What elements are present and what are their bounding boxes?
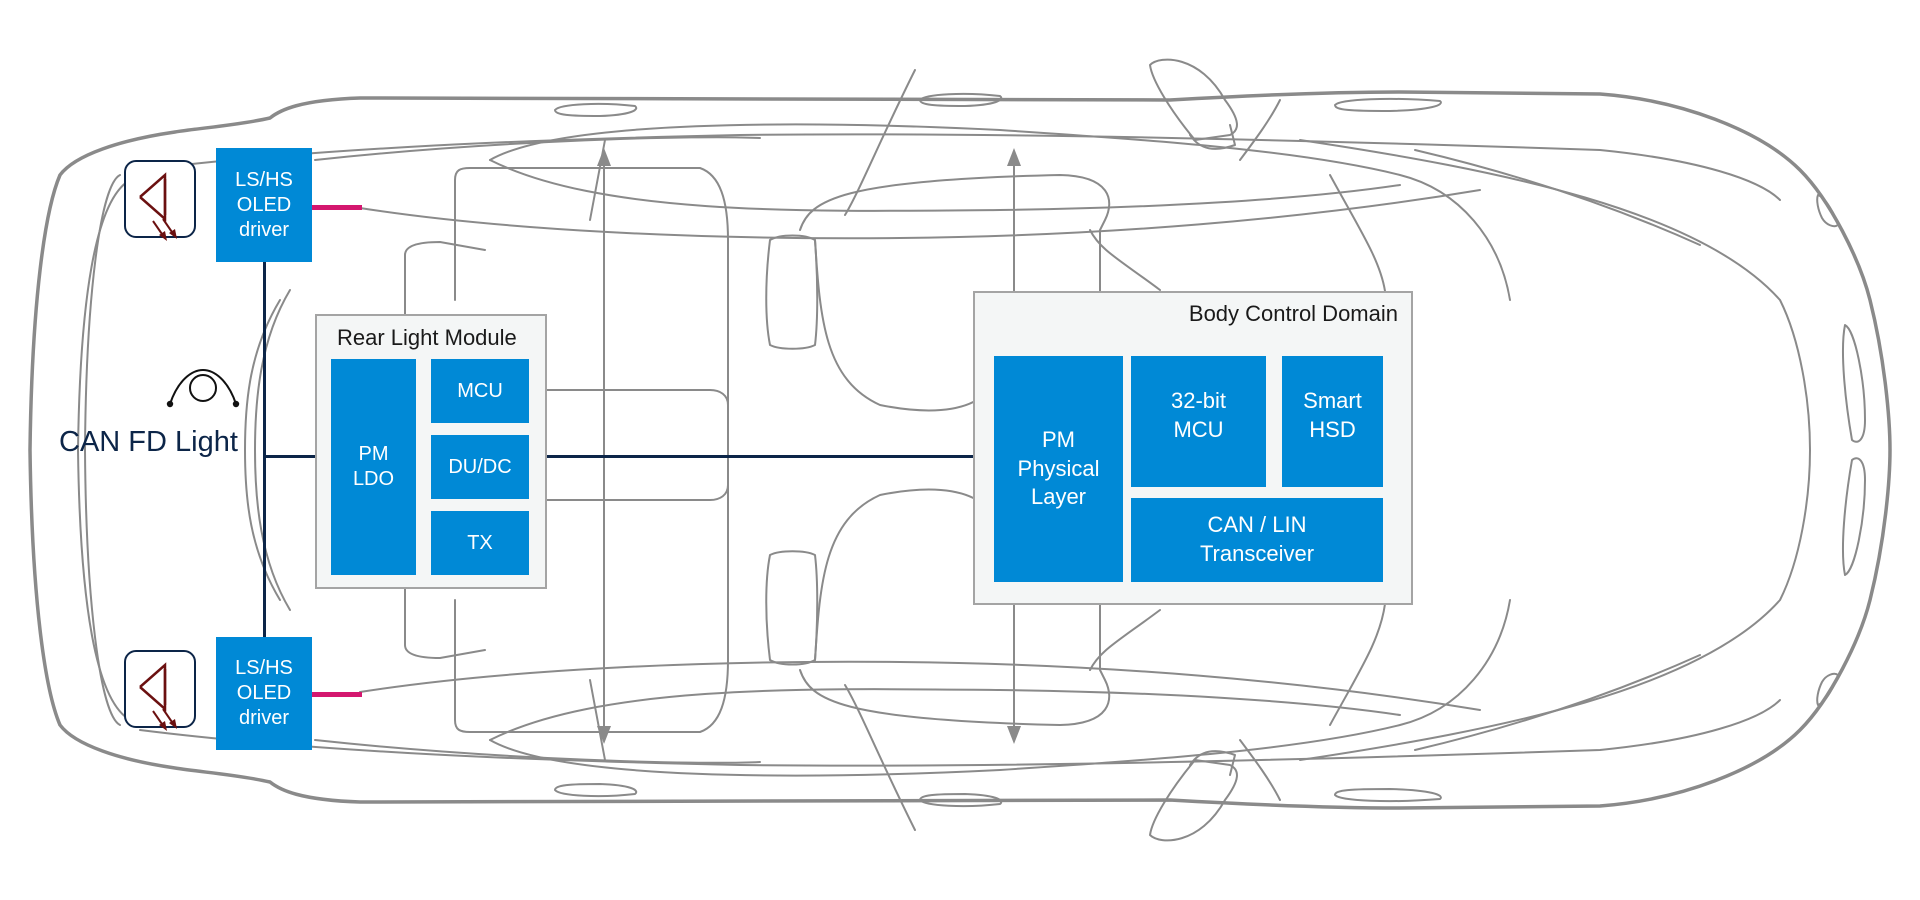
door-seam — [589, 679, 606, 761]
dashboard-line — [1089, 609, 1161, 671]
car-inner-line — [314, 136, 761, 161]
pm-physical-layer-label: PM Physical Layer — [1017, 427, 1100, 510]
oled-led-icon — [124, 160, 196, 241]
led-connection-bottom — [312, 692, 362, 697]
can-lin-transceiver-label: CAN / LIN Transceiver — [1199, 512, 1315, 566]
oled-driver-label: LS/HS OLED driver — [235, 168, 293, 241]
rlm-mcu-label: MCU — [457, 379, 503, 402]
car-inner-line — [139, 133, 1781, 201]
dashboard-line — [1329, 174, 1386, 292]
door-handle — [919, 92, 1003, 107]
side-mirror-top-base — [1189, 124, 1236, 150]
arrow-up-icon — [597, 148, 611, 166]
led-connection-top — [312, 205, 362, 210]
door-handle — [919, 793, 1003, 808]
oled-driver-top[interactable]: LS/HS OLED driver — [216, 148, 312, 262]
car-cabin-line — [489, 688, 1401, 741]
oled-driver-label: LS/HS OLED driver — [235, 657, 293, 729]
du-dc-block[interactable]: DU/DC — [431, 435, 529, 499]
pm-ldo-label: PM LDO — [352, 443, 395, 490]
rear-light-module-title: Rear Light Module — [337, 325, 517, 350]
smart-hsd-label: Smart HSD — [1303, 387, 1362, 442]
front-seat-right-back — [765, 550, 819, 666]
smart-hsd-block[interactable]: Smart HSD — [1282, 356, 1383, 487]
can-fd-bus-vertical — [263, 262, 266, 638]
car-body-outline — [28, 90, 1892, 810]
led-diode-icon — [139, 662, 177, 731]
rear-quarter-line — [244, 299, 281, 601]
door-seam — [844, 69, 916, 216]
car-cabin-line — [359, 660, 1481, 711]
mcu-32bit-label: 32-bit MCU — [1170, 387, 1227, 442]
door-handle — [554, 102, 638, 117]
oled-led-icon — [124, 650, 196, 731]
arrow-down-icon — [1007, 726, 1021, 744]
seat-divider — [545, 484, 729, 501]
door-handle — [1334, 788, 1442, 803]
tx-label: TX — [467, 531, 493, 554]
front-seat-left-back — [765, 234, 819, 350]
front-seat-left-side — [814, 239, 978, 412]
headlight-outline — [1841, 457, 1866, 576]
front-seat-right-side — [814, 488, 978, 661]
pm-physical-layer-block[interactable]: PM Physical Layer — [994, 356, 1123, 582]
door-handle — [1334, 97, 1442, 112]
side-mirror-top — [1149, 58, 1238, 141]
car-cabin-line — [489, 159, 1401, 212]
rear-seat-cushion — [404, 241, 486, 321]
du-dc-label: DU/DC — [448, 455, 512, 478]
door-seam — [844, 684, 916, 831]
led-diode-icon — [139, 172, 177, 241]
can-lin-transceiver-block[interactable]: CAN / LIN Transceiver — [1131, 498, 1383, 582]
rlm-mcu-block[interactable]: MCU — [431, 359, 529, 423]
body-control-domain-title: Body Control Domain — [1188, 301, 1398, 326]
car-cabin-line — [359, 189, 1481, 240]
dashboard-line — [1089, 229, 1161, 291]
can-fd-bus-horizontal — [263, 455, 974, 458]
car-cabin-line — [489, 599, 1511, 777]
car-inner-line — [84, 174, 121, 726]
tx-block[interactable]: TX — [431, 511, 529, 575]
car-inner-line — [77, 179, 131, 721]
pm-ldo-block[interactable]: PM LDO — [331, 359, 416, 575]
seat-divider — [545, 389, 729, 406]
front-seat-left — [799, 174, 1111, 401]
headlight-outline — [1841, 324, 1866, 443]
side-mirror-bottom-base — [1189, 750, 1236, 776]
arrow-down-icon — [597, 726, 611, 744]
dashboard-line — [1329, 603, 1386, 726]
rear-seat-cushion — [404, 579, 486, 659]
front-fender-marker — [1816, 672, 1839, 706]
rear-quarter-line — [254, 289, 291, 611]
car-inner-line — [139, 699, 1781, 767]
fiber-loop-icon — [166, 368, 240, 408]
arrow-up-icon — [1007, 148, 1021, 166]
oled-driver-bottom[interactable]: LS/HS OLED driver — [216, 637, 312, 750]
door-seam — [1239, 739, 1281, 801]
windshield-line — [1299, 139, 1811, 761]
windshield-line — [1414, 654, 1701, 751]
rear-seat-outline — [454, 167, 729, 733]
front-seat-right — [799, 499, 1111, 726]
front-fender-marker — [1816, 194, 1839, 228]
mcu-32bit-block[interactable]: 32-bit MCU — [1131, 356, 1266, 487]
side-mirror-bottom — [1149, 759, 1238, 842]
cabin-arrow-left — [597, 148, 611, 744]
car-cabin-line — [489, 123, 1511, 301]
door-handle — [554, 783, 638, 798]
car-inner-line — [314, 739, 761, 764]
door-seam — [1239, 99, 1281, 161]
can-fd-light-label: CAN FD Light — [59, 426, 238, 458]
windshield-line — [1414, 149, 1701, 246]
